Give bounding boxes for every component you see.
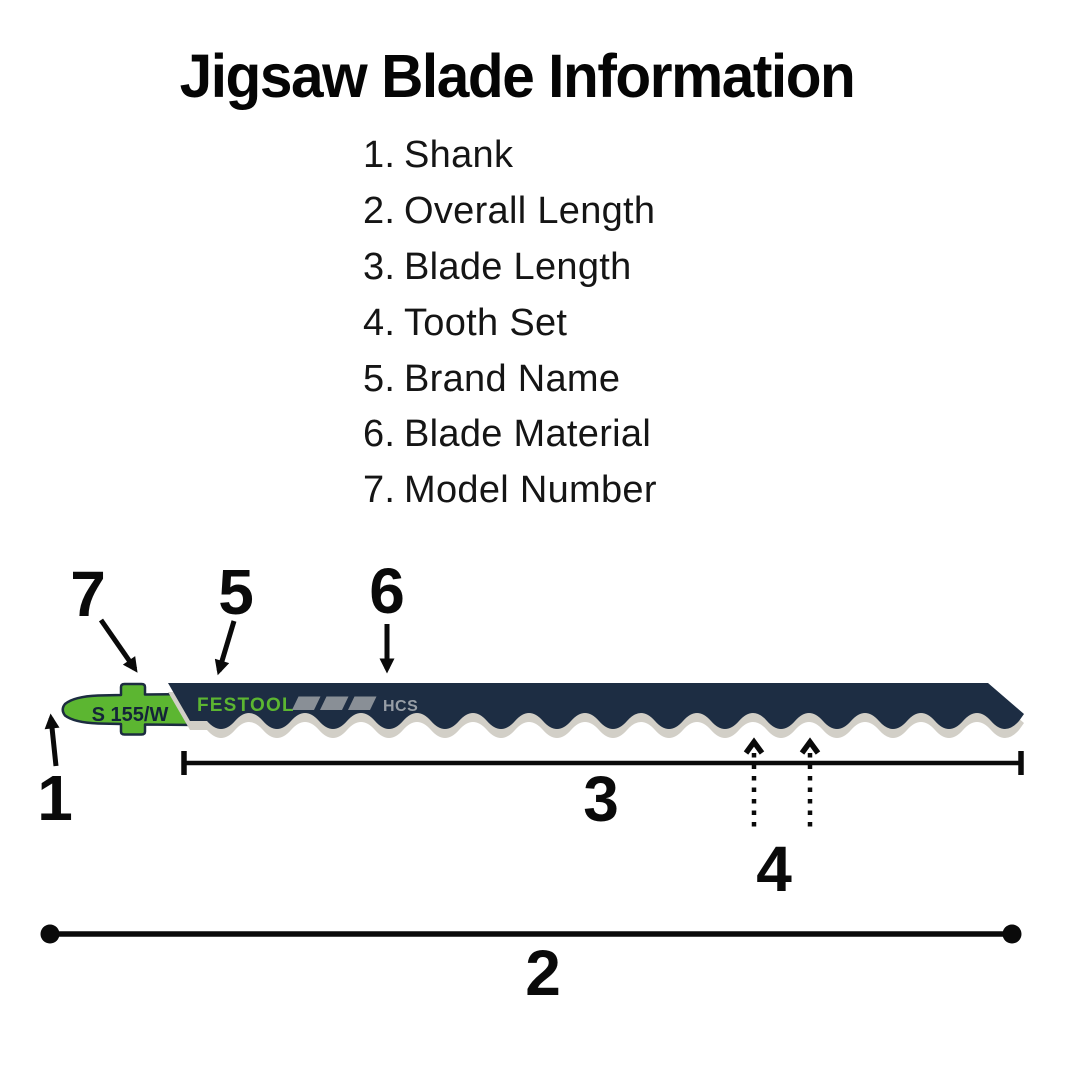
- blade-length-dimension: [181, 751, 1024, 775]
- legend-item-label: Brand Name: [404, 357, 621, 400]
- callout-arrow-shank: [44, 713, 60, 767]
- callout-label-brand-name: 5: [218, 556, 254, 628]
- shank-shape: [61, 682, 198, 736]
- callout-label-model-number: 7: [70, 558, 106, 630]
- legend-list: 1.Shank 2.Overall Length 3.Blade Length …: [363, 128, 657, 519]
- overall-length-dimension: [40, 924, 1022, 944]
- legend-item-number: 5.: [363, 357, 396, 400]
- brand-text: FESTOOL: [197, 695, 295, 716]
- legend-item-shank: 1.Shank: [363, 128, 657, 184]
- model-number-text: S 155/W: [92, 704, 169, 726]
- legend-item-label: Blade Length: [404, 245, 632, 288]
- callout-arrow-brand-name: [214, 620, 237, 676]
- legend-item-label: Model Number: [404, 469, 657, 512]
- legend-item-tooth-set: 4.Tooth Set: [363, 295, 657, 351]
- legend-item-number: 2.: [363, 190, 396, 233]
- legend-item-number: 6.: [363, 413, 396, 456]
- legend-item-label: Tooth Set: [404, 301, 568, 344]
- legend-item-overall-length: 2.Overall Length: [363, 184, 657, 240]
- legend-item-label: Blade Material: [404, 413, 652, 456]
- legend-item-number: 3.: [363, 245, 396, 288]
- legend-item-brand-name: 5.Brand Name: [363, 351, 657, 407]
- legend-item-label: Overall Length: [404, 190, 656, 233]
- callout-label-overall-length: 2: [525, 937, 561, 1009]
- tooth-set-arrows: [743, 737, 821, 831]
- callout-arrow-model-number: [98, 618, 138, 673]
- legend-item-blade-material: 6.Blade Material: [363, 407, 657, 463]
- callout-label-blade-material: 6: [369, 555, 405, 627]
- material-text: HCS: [383, 698, 418, 715]
- callout-label-shank: 1: [37, 762, 73, 834]
- blade-stripe-marks: [292, 696, 377, 710]
- callout-label-blade-length: 3: [583, 763, 619, 835]
- legend-item-model-number: 7.Model Number: [363, 463, 657, 519]
- page-title: Jigsaw Blade Information: [179, 42, 856, 110]
- legend-item-number: 7.: [363, 469, 396, 512]
- legend-item-label: Shank: [404, 134, 514, 177]
- callout-label-tooth-set: 4: [756, 833, 792, 905]
- legend-item-number: 1.: [363, 134, 396, 177]
- legend-item-number: 4.: [363, 301, 396, 344]
- legend-item-blade-length: 3.Blade Length: [363, 240, 657, 296]
